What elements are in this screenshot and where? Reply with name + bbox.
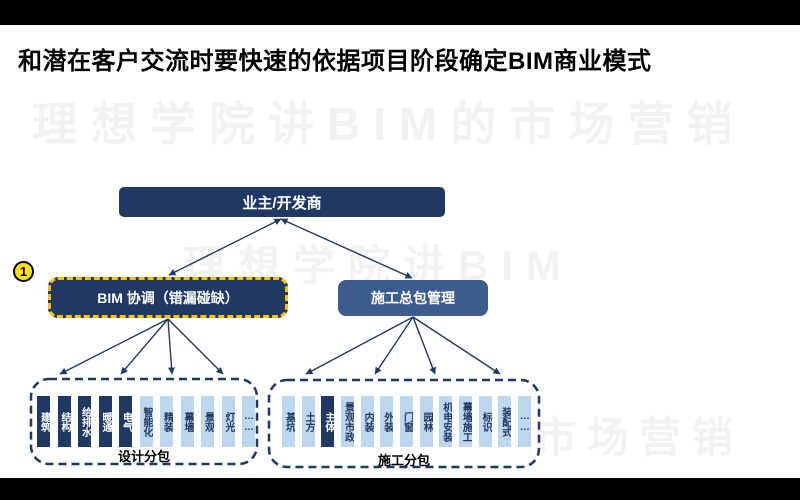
subcontract-bar: 标识 xyxy=(478,396,492,447)
subcontract-bar: …… xyxy=(242,396,255,447)
design-subcontract-bars: 建筑结构给排水暖通电气智能化精装幕墙景观灯光…… xyxy=(37,396,255,447)
node-general-contractor: 施工总包管理 xyxy=(338,280,488,316)
subcontract-bar: 灯光 xyxy=(221,396,235,447)
subcontract-bar: 门窗 xyxy=(399,396,413,447)
slide-title: 和潜在客户交流时要快速的依据项目阶段确定BIM商业模式 xyxy=(18,48,652,75)
subcontract-bar: 暖通 xyxy=(98,396,112,447)
connector-gc-build-3 xyxy=(412,316,436,375)
subcontract-bar: 精装 xyxy=(160,396,173,447)
construction-subcontract-label: 施工分包 xyxy=(377,453,430,468)
subcontract-bar: …… xyxy=(517,396,531,447)
connector-bim-design-3 xyxy=(167,318,176,375)
node-owner-developer: 业主/开发商 xyxy=(119,187,445,217)
watermark-top: 理想学院讲BIM的市场营销 xyxy=(32,98,746,150)
subcontract-bar: 景观市政 xyxy=(340,396,354,447)
subcontract-bar: 给排水 xyxy=(78,396,91,447)
connector-bim-design-4 xyxy=(167,318,224,375)
design-subcontract-label: 设计分包 xyxy=(117,449,170,464)
connector-gc-build-2 xyxy=(374,316,414,375)
subcontract-bar: 机电安装 xyxy=(439,396,453,447)
subcontract-bar: 建筑 xyxy=(37,396,50,447)
circled-number-badge: 1 xyxy=(13,261,34,282)
subcontract-bar: 景观 xyxy=(201,396,214,447)
node-bim-coordination: BIM 协调（错漏碰缺） xyxy=(48,277,288,318)
construction-subcontract-bars: 基坑土方主体景观市政内装外装门窗园林机电安装幕墙施工标识装配式 …… xyxy=(282,396,531,447)
subcontract-bar: 智能化 xyxy=(139,396,153,447)
subcontract-bar: 园林 xyxy=(419,396,433,447)
subcontract-bar: 装配式 xyxy=(498,396,512,447)
connector-bim-design-2 xyxy=(120,318,169,375)
subcontract-bar: 结构 xyxy=(57,396,71,447)
subcontract-bar: 基坑 xyxy=(282,396,295,447)
letterbox-top xyxy=(0,0,800,25)
subcontract-bar: 土方 xyxy=(301,396,315,447)
connector-gc-build-1 xyxy=(305,316,414,375)
subcontract-bar: 幕墙 xyxy=(180,396,194,447)
connector-bim-design-1 xyxy=(59,318,169,375)
subcontract-bar: 内装 xyxy=(360,396,374,447)
subcontract-bar: 幕墙施工 xyxy=(458,396,472,447)
letterbox-bottom xyxy=(0,478,800,500)
subcontract-bar: 外装 xyxy=(380,396,394,447)
connector-gc-build-4 xyxy=(412,316,501,375)
subcontract-bar: 主体 xyxy=(321,396,335,447)
subcontract-bar: 电气 xyxy=(119,396,132,447)
